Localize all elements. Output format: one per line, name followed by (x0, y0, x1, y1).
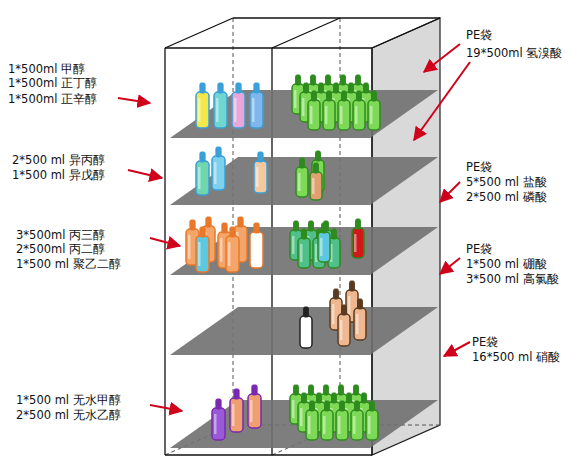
cabinet-edge (165, 18, 233, 48)
leader-arrow (444, 342, 470, 356)
shelf (170, 157, 438, 205)
leader-arrow (150, 238, 180, 246)
label-text: 16*500 ml 硝酸 (472, 350, 560, 364)
leader-arrow (128, 170, 162, 178)
bottle (338, 305, 350, 346)
label-text: 1*500ml 正丁醇 (8, 76, 97, 90)
bottle (306, 401, 318, 440)
label-text: 1*500 ml 异戊醇 (12, 168, 105, 182)
bottle (250, 83, 263, 128)
leader-arrow (424, 44, 460, 72)
bottle (196, 227, 209, 272)
label-text: PE袋 (466, 242, 492, 256)
label-text: 19*500ml 氢溴酸 (466, 46, 562, 60)
bottle (353, 91, 365, 130)
hidden-edge (233, 18, 234, 425)
bottle (230, 389, 243, 432)
leader-arrow (414, 62, 470, 140)
bottle (218, 223, 231, 268)
cabinet-edge (233, 17, 440, 18)
leader-arrow (150, 405, 182, 411)
label-text: 1*500 ml 硼酸 (466, 257, 547, 271)
cabinet-edge (372, 18, 440, 48)
label-text: 2*500 ml 异丙醇 (12, 153, 105, 167)
bottle (212, 399, 225, 440)
bottle (296, 158, 308, 197)
bottle (300, 307, 312, 348)
bottle (226, 227, 239, 272)
shelf (170, 400, 438, 448)
shelf (170, 227, 438, 275)
bottle (214, 83, 227, 128)
bottle (352, 219, 364, 258)
bottle (310, 163, 322, 200)
label-text: 1*500 ml 聚乙二醇 (16, 257, 121, 271)
bottle (366, 401, 378, 440)
label-text: 1*500ml 正辛醇 (8, 92, 97, 106)
label-text: 1*500ml 甲醇 (8, 62, 85, 76)
bottle (248, 385, 261, 428)
bottle (318, 223, 330, 262)
bottle (354, 299, 366, 340)
bottle (212, 147, 225, 190)
label-text: 5*500 ml 盐酸 (466, 175, 547, 189)
bottle (250, 223, 263, 268)
bottle (321, 401, 333, 440)
label-text: 3*500 ml 高氯酸 (466, 272, 559, 286)
leader-arrow (440, 258, 460, 274)
cabinet-edge (272, 18, 340, 48)
label-text: 2*500ml 丙二醇 (16, 242, 105, 256)
label-text: PE袋 (466, 28, 492, 42)
shelf (170, 307, 438, 355)
label-text: 3*500ml 丙三醇 (16, 228, 105, 242)
cabinet-edge (164, 48, 165, 455)
leader-arrow (440, 182, 460, 202)
bottle (368, 91, 380, 130)
bottle (196, 83, 209, 128)
bottle (338, 91, 350, 130)
label-text: PE袋 (466, 160, 492, 174)
cabinet-edge (165, 454, 372, 455)
bottle (351, 401, 363, 440)
bottle (196, 152, 209, 195)
cabinet-edge (165, 47, 372, 48)
bottle (308, 91, 320, 130)
label-text: 2*500 ml 磷酸 (466, 190, 547, 204)
label-text: PE袋 (472, 335, 498, 349)
bottle (254, 152, 267, 193)
label-text: 1*500 ml 无水甲醇 (16, 393, 121, 407)
leader-arrow (118, 98, 150, 103)
bottle (336, 401, 348, 440)
bottle (298, 229, 310, 268)
shelf (170, 90, 438, 138)
bottle (232, 83, 245, 128)
bottle (323, 91, 335, 130)
label-text: 2*500 ml 无水乙醇 (16, 408, 121, 422)
